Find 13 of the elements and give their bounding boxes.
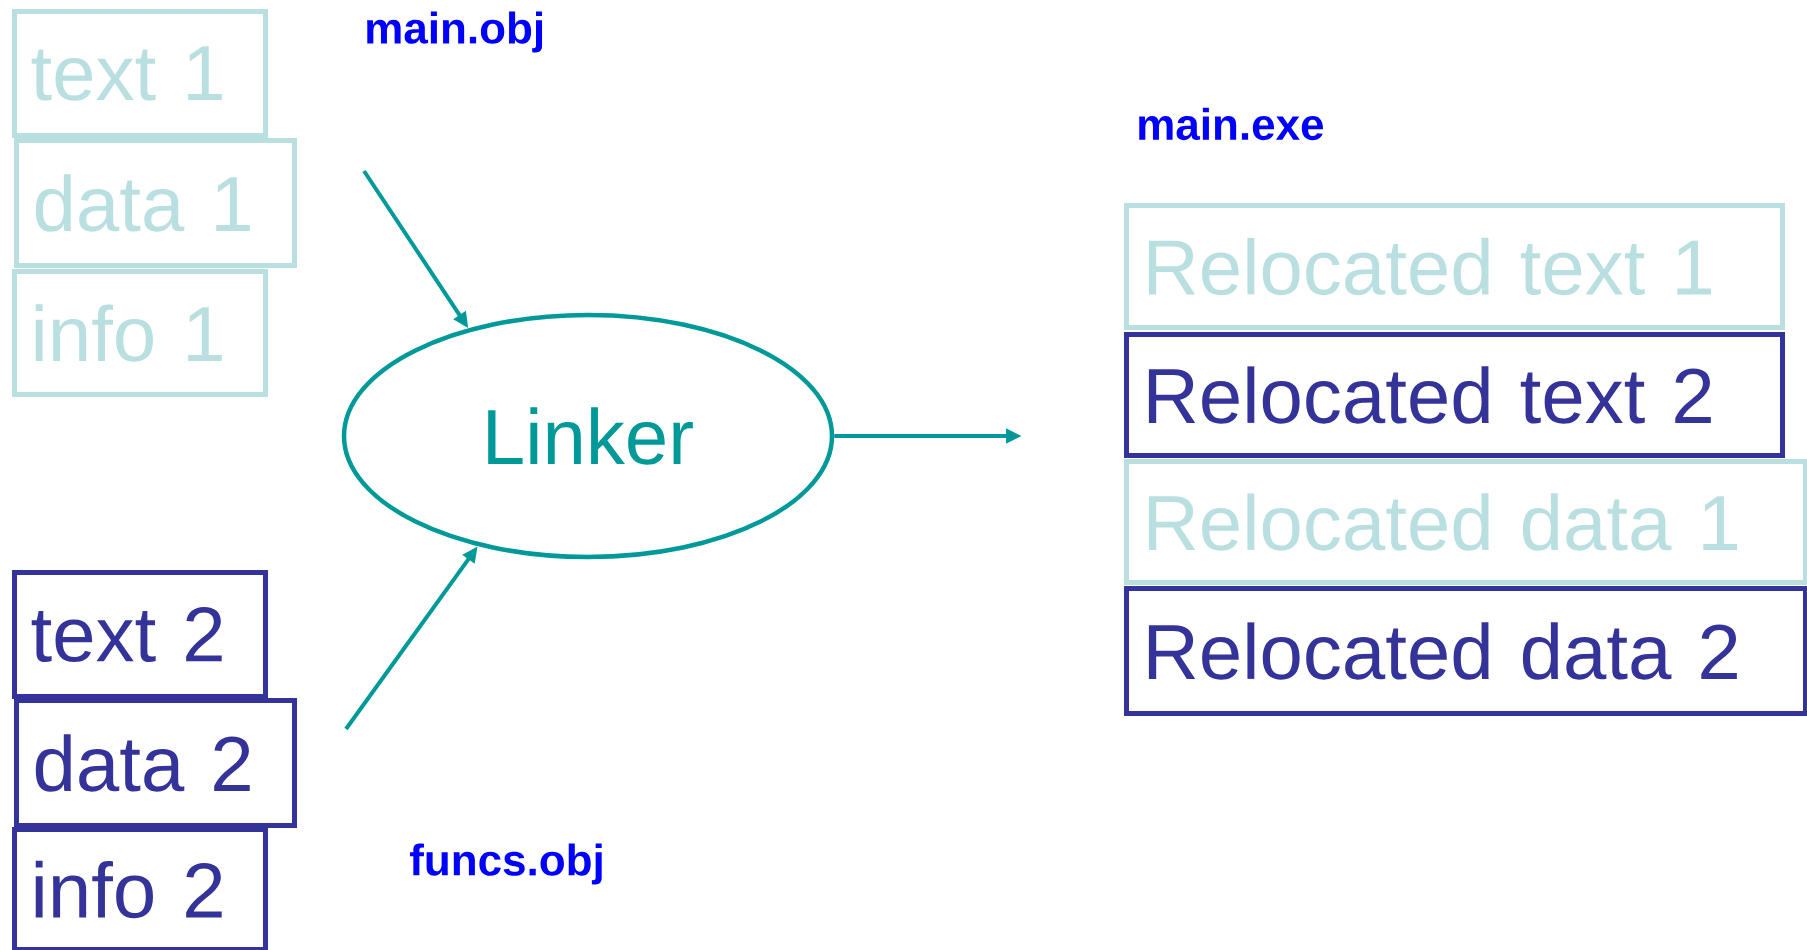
section-box: Relocated data 1 bbox=[1124, 459, 1807, 585]
section-box: Relocated text 1 bbox=[1124, 203, 1785, 330]
section-box: text 1 bbox=[12, 9, 268, 138]
section-box: data 2 bbox=[14, 698, 297, 828]
section-box: Relocated text 2 bbox=[1124, 332, 1785, 458]
file-label: main.exe bbox=[1139, 107, 1323, 141]
file-label: funcs.obj bbox=[409, 843, 602, 885]
file-label: main.obj bbox=[367, 11, 543, 53]
section-box: info 1 bbox=[12, 269, 268, 397]
section-box: text 2 bbox=[12, 570, 268, 699]
section-box: info 2 bbox=[12, 827, 268, 950]
section-box: Relocated data 2 bbox=[1124, 586, 1807, 716]
section-box: data 1 bbox=[14, 138, 297, 268]
